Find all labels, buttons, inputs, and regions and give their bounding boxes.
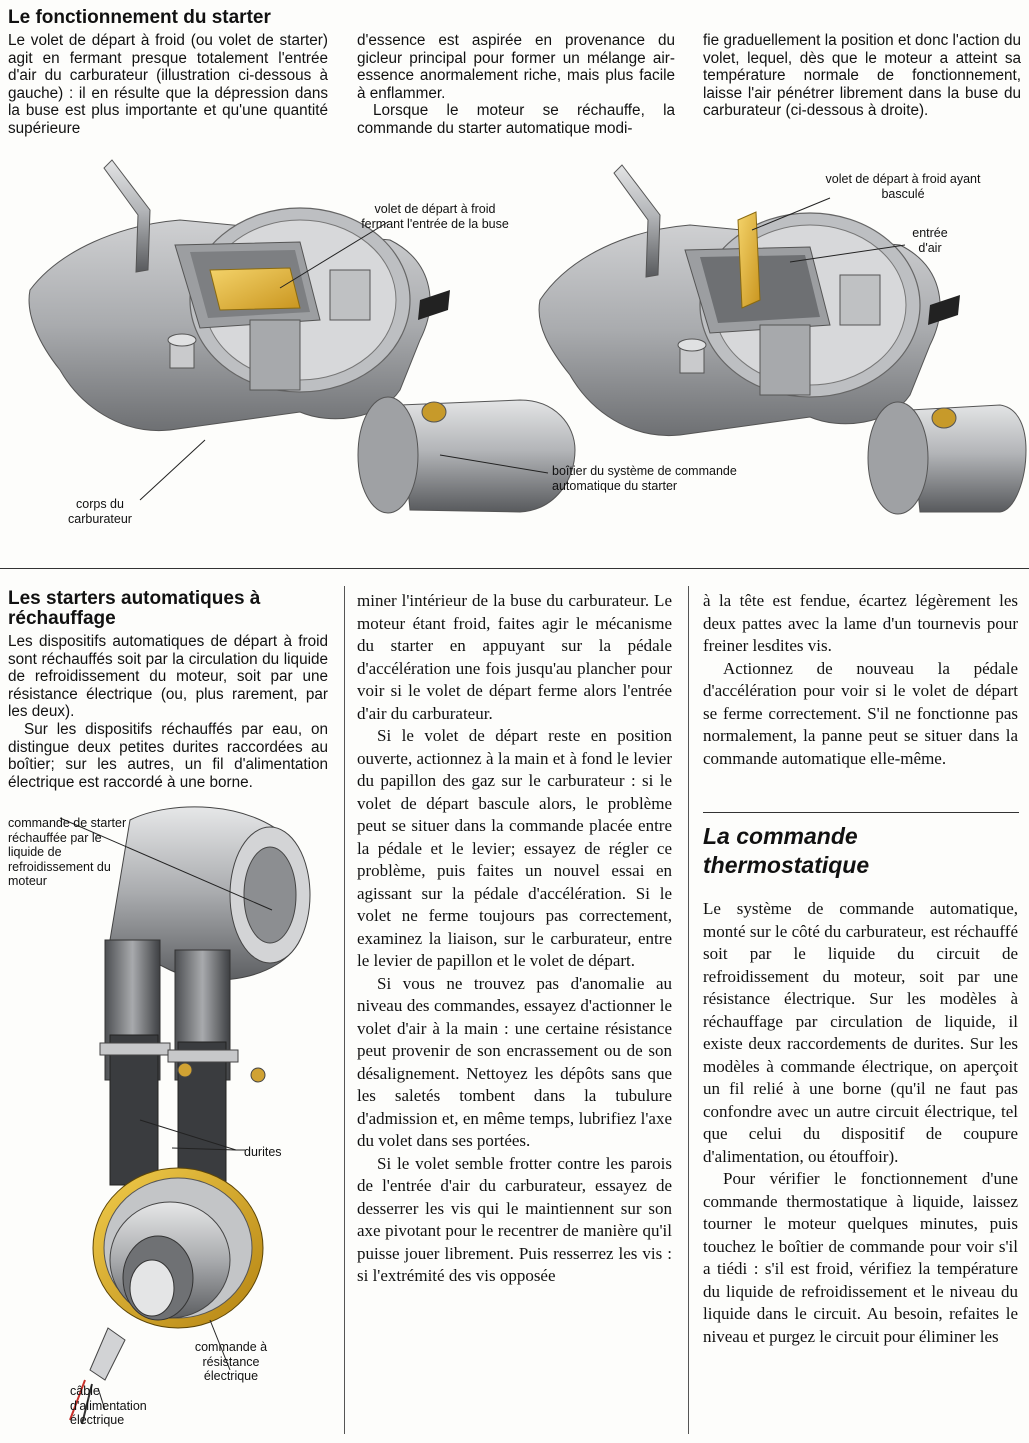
middle-column-text: miner l'intérieur de la buse du carburat… [357, 590, 672, 1288]
top-column-2: d'essence est aspirée en provenance du g… [357, 32, 675, 138]
section-title-starter-operation: Le fonctionnement du starter [8, 7, 271, 28]
right-paragraph-4: Pour vérifier le fonctionnement d'une co… [703, 1169, 1018, 1346]
starter-components-illustration [59, 806, 311, 1425]
top-column-1: Le volet de départ à froid (ou volet de … [8, 32, 328, 138]
top-col3-paragraph: fie graduellement la position et donc l'… [703, 32, 1021, 120]
electric-starter [69, 1167, 264, 1425]
top-col2-paragraph-2: Lorsque le moteur se réchauffe, la comma… [357, 102, 675, 137]
label-electric-starter: commande à résistance électrique [194, 1340, 268, 1383]
middle-paragraph-4: Si le volet semble frotter contre les pa… [357, 1153, 672, 1286]
left-column-text: Les dispositifs automatiques de départ à… [8, 633, 328, 791]
middle-paragraph-1: miner l'intérieur de la buse du carburat… [357, 591, 672, 723]
carburetor-illustration [28, 159, 1027, 515]
label-water-heated-starter: commande de starter réchauffée par le li… [8, 816, 127, 888]
column-rule-left [344, 586, 345, 1434]
carburetor-open-flap [538, 164, 1027, 515]
carburetor-closed-flap [28, 159, 576, 514]
label-flap-closed: volet de départ à froid fermant l'entrée… [361, 202, 509, 231]
top-col2-paragraph-1: d'essence est aspirée en provenance du g… [357, 32, 675, 102]
leader-lines-top [139, 197, 906, 501]
left-paragraph-1: Les dispositifs automatiques de départ à… [8, 633, 328, 721]
heading-thermostatic-control: La commande thermostatique [703, 823, 870, 878]
left-paragraph-2: Sur les dispositifs réchauffés par eau, … [8, 720, 328, 791]
right-column-text-bottom: Le système de commande automatique, mont… [703, 898, 1018, 1348]
label-carburetor-body: corps du carburateur [68, 497, 132, 526]
label-control-housing: boîtier du système de commande automatiq… [552, 464, 737, 493]
column-rule-right [688, 586, 689, 1434]
label-hoses: durites [244, 1145, 282, 1159]
middle-paragraph-3: Si vous ne trouvez pas d'anomalie au niv… [357, 973, 672, 1151]
top-col1-paragraph: Le volet de départ à froid (ou volet de … [8, 32, 328, 137]
middle-paragraph-2: Si le volet de départ reste en position … [357, 726, 672, 970]
label-air-inlet: entrée d'air [912, 226, 948, 255]
section-divider [0, 568, 1029, 569]
right-paragraph-1: à la tête est fendue, écartez légèrement… [703, 591, 1018, 655]
right-paragraph-3: Le système de commande automatique, mont… [703, 899, 1018, 1166]
water-heated-starter [99, 806, 311, 1193]
leader-lines-left [59, 817, 273, 1411]
heading-rule [703, 812, 1019, 813]
right-column-text-top: à la tête est fendue, écartez légèrement… [703, 590, 1018, 770]
label-power-cable: câble d'alimentation électrique [70, 1384, 147, 1427]
label-flap-open: volet de départ à froid ayant basculé [825, 172, 981, 201]
right-paragraph-2: Actionnez de nouveau la pédale d'accélér… [703, 658, 1018, 768]
section-title-heated-starters: Les starters automatiques à réchauffage [8, 588, 261, 629]
top-column-3: fie graduellement la position et donc l'… [703, 32, 1021, 120]
